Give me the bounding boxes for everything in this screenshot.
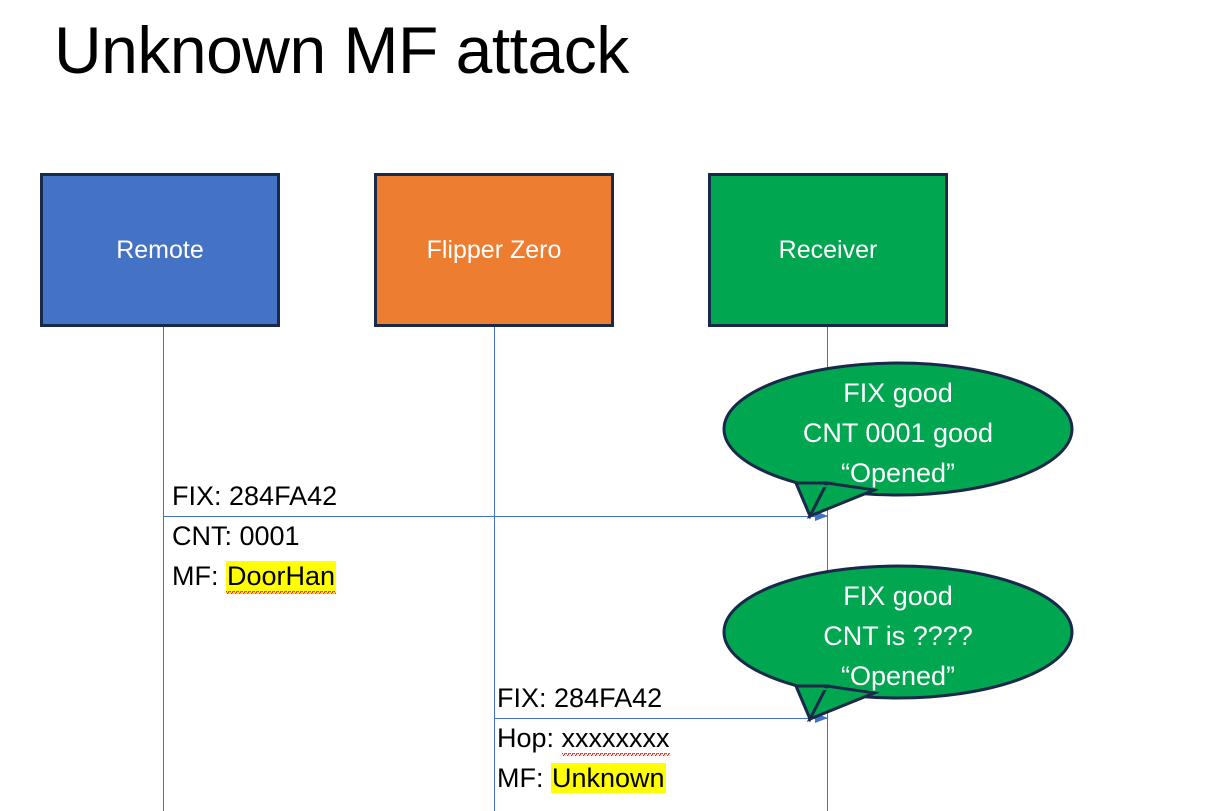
- message-line-label: CNT:: [172, 521, 240, 551]
- message-line-value: 284FA42: [229, 481, 338, 511]
- message-arrow-remote-to-receiver: [163, 511, 828, 521]
- actor-box-remote[interactable]: Remote: [40, 173, 280, 327]
- actor-box-receiver[interactable]: Receiver: [708, 173, 948, 327]
- actor-box-flipper[interactable]: Flipper Zero: [374, 173, 614, 327]
- message-label-remote-to-receiver: FIX: 284FA42 CNT: 0001 MF: DoorHan: [172, 476, 337, 596]
- message-line: MF: Unknown: [497, 758, 670, 798]
- message-label-flipper-to-receiver: FIX: 284FA42 Hop: xxxxxxxx MF: Unknown: [497, 678, 670, 798]
- actor-label-receiver: Receiver: [778, 235, 878, 264]
- message-line-value: 284FA42: [554, 683, 663, 713]
- message-line: CNT: 0001: [172, 516, 337, 556]
- message-line-label: MF:: [497, 763, 551, 793]
- message-line-value: xxxxxxxx: [561, 723, 670, 756]
- message-arrow-flipper-to-receiver: [494, 713, 828, 723]
- message-line-label: FIX:: [497, 683, 555, 713]
- speech-bubble-receiver-first: FIX good CNT 0001 good “Opened”: [722, 361, 1074, 523]
- message-line-label: Hop:: [497, 723, 562, 753]
- lifeline-receiver: [827, 327, 828, 811]
- message-line-label: FIX:: [172, 481, 230, 511]
- message-line: Hop: xxxxxxxx: [497, 718, 670, 758]
- message-line-value-highlighted: DoorHan: [226, 561, 337, 594]
- message-line: FIX: 284FA42: [497, 678, 670, 718]
- speech-bubble-shape-icon: [722, 564, 1074, 723]
- speech-bubble-shape-icon: [722, 361, 1074, 520]
- actor-label-remote: Remote: [116, 235, 204, 264]
- message-line-value: 0001: [239, 521, 300, 551]
- speech-bubble-receiver-second: FIX good CNT is ???? “Opened”: [722, 564, 1074, 726]
- message-line-value-highlighted: Unknown: [551, 763, 666, 793]
- message-line: MF: DoorHan: [172, 556, 337, 596]
- lifeline-remote: [163, 327, 164, 811]
- actor-label-flipper: Flipper Zero: [426, 235, 562, 264]
- message-line: FIX: 284FA42: [172, 476, 337, 516]
- message-line-label: MF:: [172, 561, 226, 591]
- lifeline-flipper: [494, 327, 495, 811]
- page-title: Unknown MF attack: [54, 13, 629, 87]
